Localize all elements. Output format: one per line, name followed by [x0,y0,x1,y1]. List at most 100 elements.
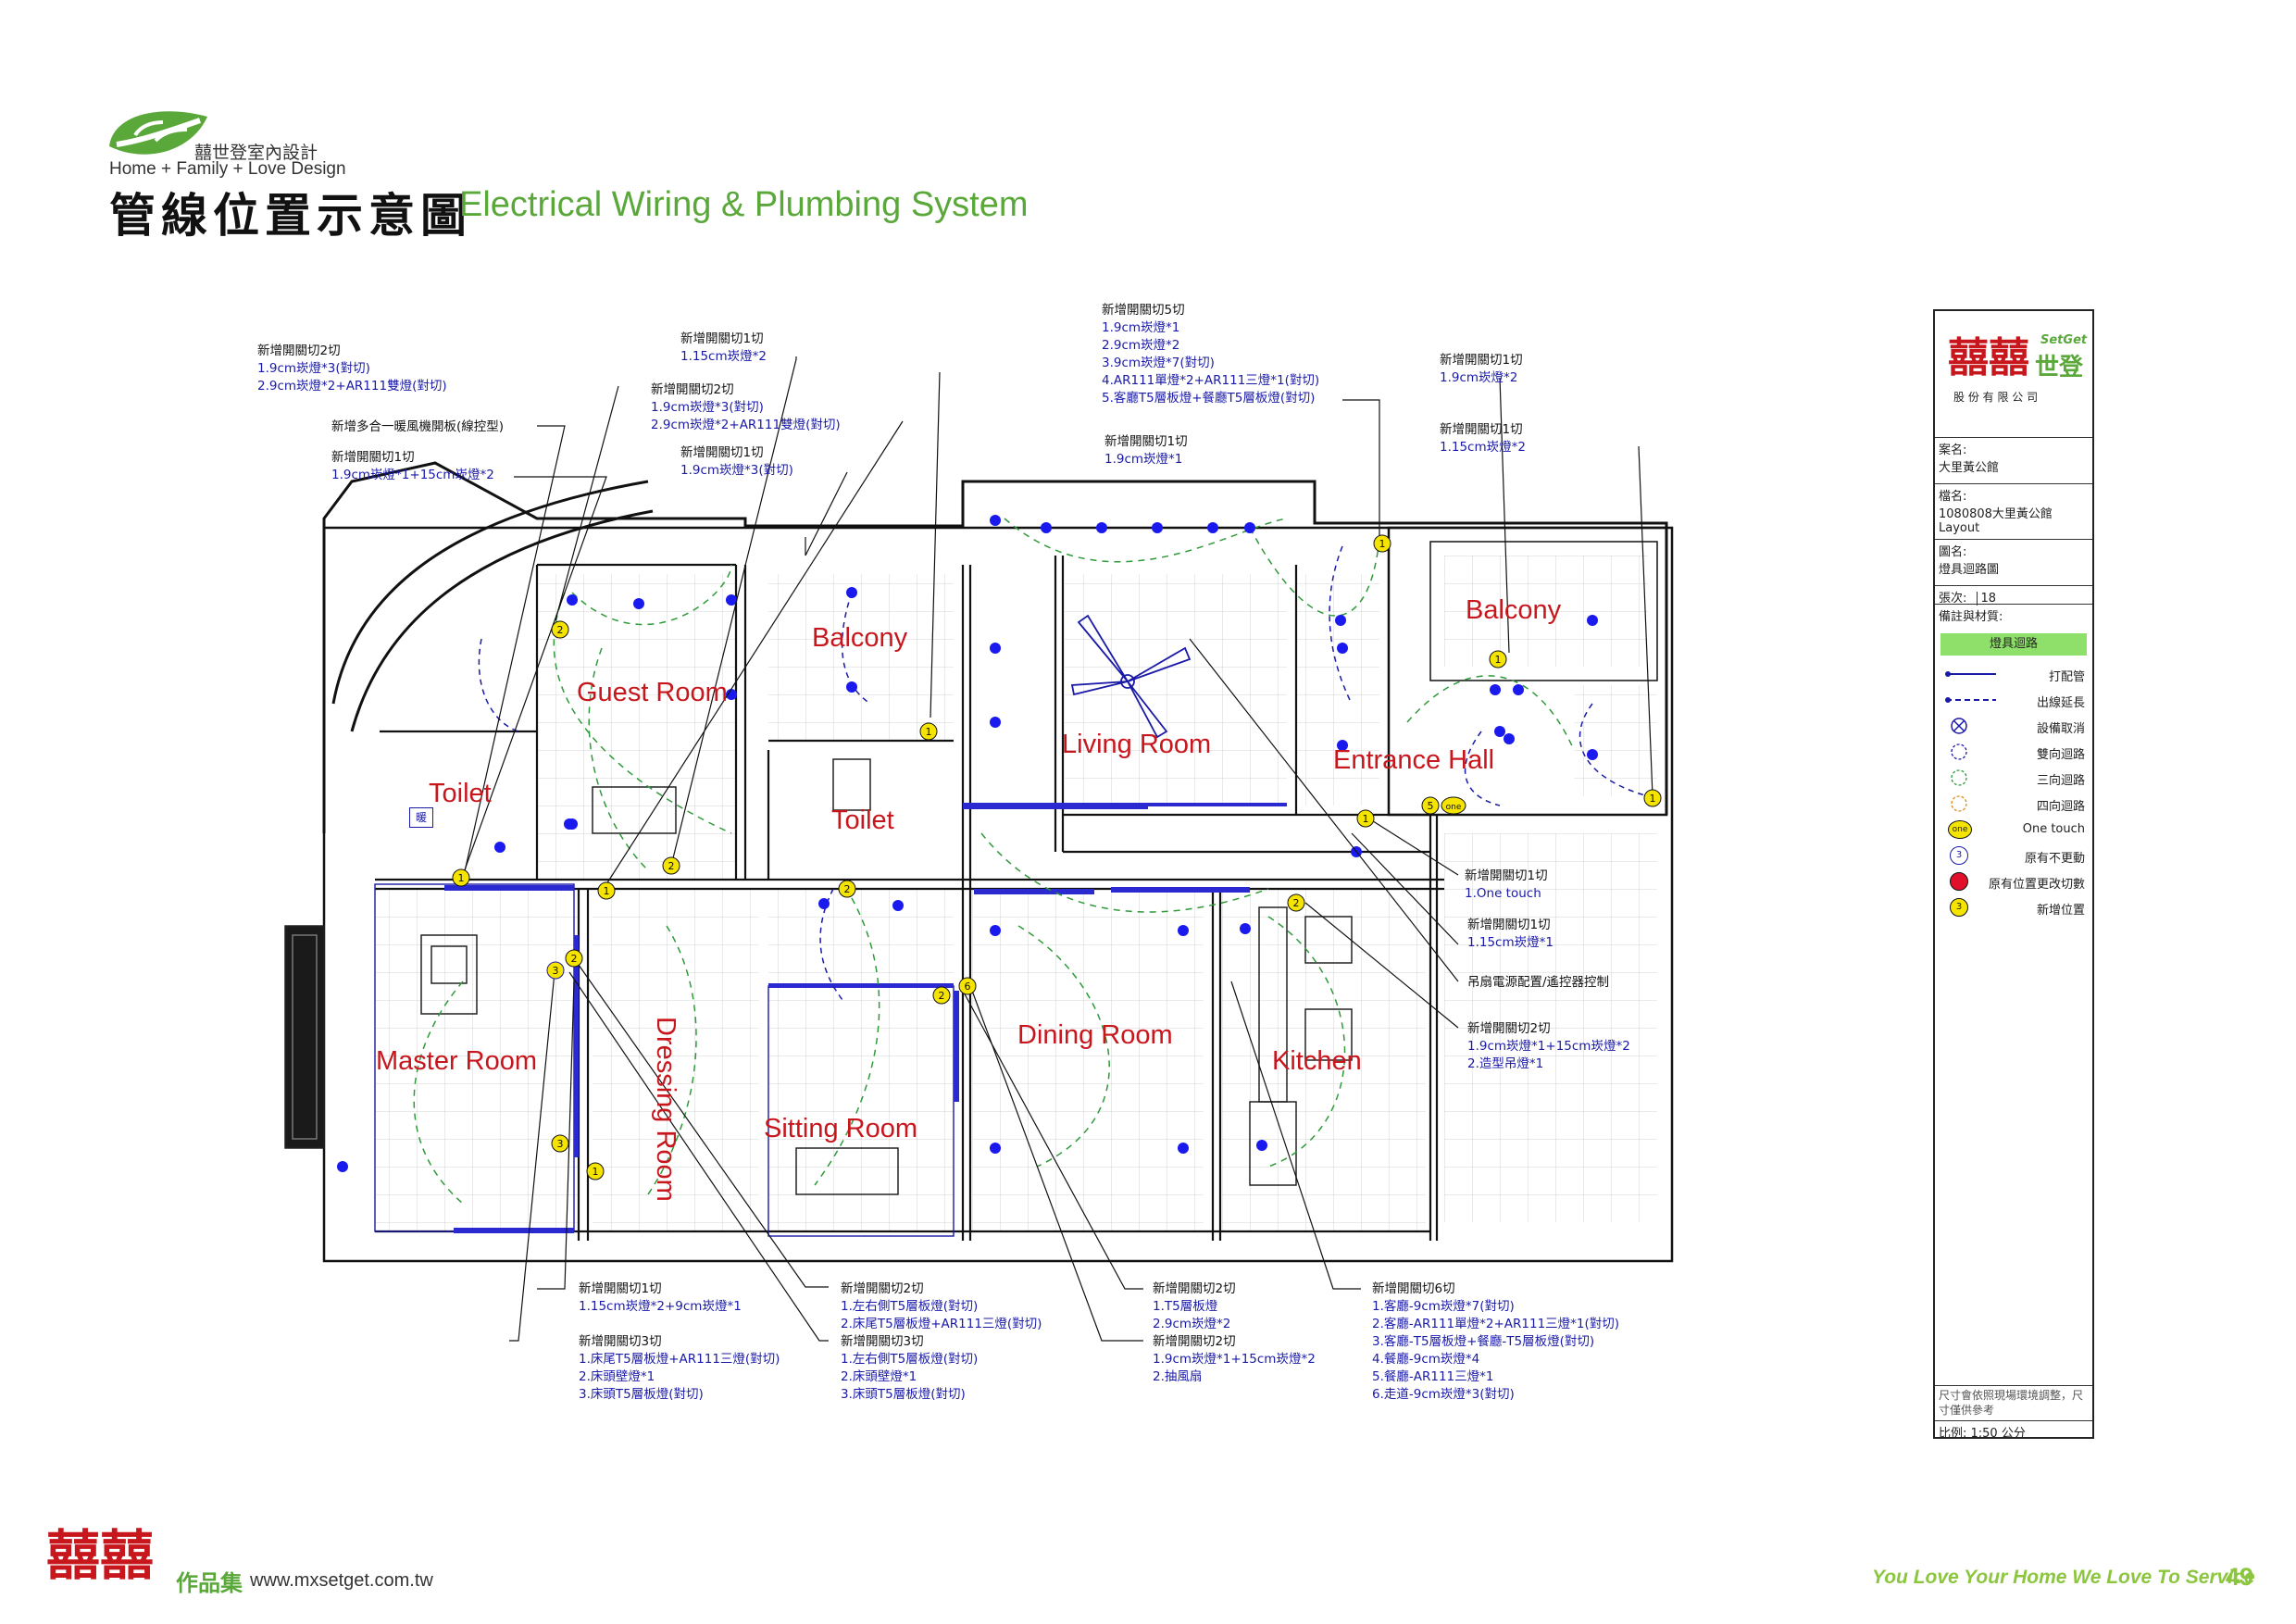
page-number: 49 [2226,1563,2254,1591]
note-head: 新增開關切2切 [1467,1021,1551,1036]
footer-logo-icon: 囍囍 [46,1524,155,1587]
room-label-guest-room: Guest Room [577,678,728,707]
page-title-en: Electrical Wiring & Plumbing System [459,185,1029,224]
legend-item: 四向迴路 [1935,791,2092,817]
footer-slogan: You Love Your Home We Love To Service [1872,1567,2255,1588]
svg-text:1: 1 [1363,813,1369,825]
note-head: 新增開關切1切 [1104,434,1188,449]
legend-label: 設備取消 [2036,722,2085,736]
circuit-wiring [413,518,1575,1205]
note-group: 新增開關切1切 1.9cm崁燈*1+15cm崁燈*2 [331,449,494,484]
note-line: 1.9cm崁燈*3(對切) [680,463,793,478]
walls [322,461,1674,1263]
note-line: 2.9cm崁燈*2 [1153,1317,1231,1331]
double-happiness-icon: 囍囍 [1948,334,2029,381]
file-value-2: Layout [1939,521,1980,535]
note-head: 新增開關切1切 [1467,918,1551,932]
note-head: 新增開關切3切 [579,1334,662,1349]
svg-text:3: 3 [557,1138,564,1150]
drawing-value: 燈具迴路圖 [1939,563,2000,577]
legend-item: one One touch [1935,817,2092,843]
note-group: 新增開關切2切 1.9cm崁燈*3(對切) 2.9cm崁燈*2+AR111雙燈(… [257,343,447,395]
brand-tagline: Home + Family + Love Design [109,159,346,179]
room-label-entrance-hall: Entrance Hall [1333,745,1495,775]
legend-item: 打配管 [1935,661,2092,687]
note-group: 新增開關切3切 1.左右側T5層板燈(對切) 2.床頭壁燈*1 3.床頭T5層板… [841,1333,978,1404]
note-line: 1.T5層板燈 [1153,1299,1218,1314]
scale-text: 比例: 1:50 公分 [1939,1427,2026,1441]
legend-label: One touch [2022,822,2085,836]
note-group: 新增開關切5切 1.9cm崁燈*1 2.9cm崁燈*2 3.9cm崁燈*7(對切… [1102,302,1319,407]
note-line: 3.床頭T5層板燈(對切) [579,1387,704,1402]
note-group: 新增開關切1切 1.9cm崁燈*3(對切) [680,444,793,480]
note-line: 2.床頭壁燈*1 [841,1369,917,1384]
remarks-row: 備註與材質: [1935,604,2092,626]
note-head: 新增開關切6切 [1372,1281,1455,1296]
cancel-fixture-icon [1951,718,1967,734]
note-line: 2.9cm崁燈*2+AR111雙燈(對切) [257,379,447,394]
note-group: 新增開關切1切 1.9cm崁燈*1 [1104,433,1188,468]
company-logo-cn: 世登 [2035,354,2084,381]
note-group: 新增開關切3切 1.床尾T5層板燈+AR111三燈(對切) 2.床頭壁燈*1 3… [579,1333,780,1404]
existing-modified-icon [1950,872,1968,891]
one-touch-icon: one [1948,820,1972,839]
note-head: 新增多合一暖風機開板(線控型) [331,419,505,434]
note-line: 1.9cm崁燈*1+15cm崁燈*2 [331,468,494,482]
legend-label: 三向迴路 [2036,774,2085,788]
note-line: 1.15cm崁燈*2 [1440,440,1526,455]
room-label-sitting-room: Sitting Room [764,1114,918,1143]
legend-item: 雙向迴路 [1935,739,2092,765]
sheet-row: 張次: 18 [1935,585,2092,606]
note-head: 新增開關切1切 [1440,422,1523,437]
note-line: 1.床尾T5層板燈+AR111三燈(對切) [579,1352,780,1367]
room-label-dining-room: Dining Room [1017,1020,1173,1050]
wire-solid-icon [1945,671,1996,677]
note-head: 新增開關切1切 [680,445,764,460]
note-line: 3.9cm崁燈*7(對切) [1102,356,1215,370]
note-line: 1.9cm崁燈*1 [1102,320,1180,335]
brand-leaf-logo [109,111,207,155]
note-line: 1.9cm崁燈*1+15cm崁燈*2 [1153,1352,1316,1367]
note-line: 6.走道-9cm崁燈*3(對切) [1372,1387,1515,1402]
note-line: 2.9cm崁燈*2+AR111雙燈(對切) [651,418,841,432]
existing-unchanged-icon: 3 [1950,846,1968,865]
note-group: 新增開關切1切 1.15cm崁燈*2 [680,331,767,366]
note-head: 新增開關切1切 [1440,353,1523,368]
scale-row: 比例: 1:50 公分 [1935,1420,2092,1441]
wire-dashed-icon [1945,697,1996,703]
note-line: 1.9cm崁燈*2 [1440,370,1518,385]
company-logo-text: SetGet [2040,333,2088,347]
page-title-cn: 管線位置示意圖 [109,188,472,243]
note-group: 新增開關切2切 1.T5層板燈 2.9cm崁燈*2 [1153,1280,1236,1333]
file-row: 檔名: 1080808大里黃公館 Layout [1935,483,2092,539]
room-label-toilet-left: Toilet [429,779,492,808]
fixtures [284,758,1353,1237]
room-label-kitchen: Kitchen [1272,1046,1362,1076]
legend-item: 3 新增位置 [1935,894,2092,920]
svg-text:1: 1 [1650,793,1656,805]
note-head: 新增開關切1切 [579,1281,662,1296]
note-line: 4.餐廳-9cm崁燈*4 [1372,1352,1480,1367]
svg-text:6: 6 [965,981,971,993]
note-head: 吊扇電源配置/遙控器控制 [1467,975,1610,990]
note-group: 新增開關切1切 1.15cm崁燈*1 [1467,917,1554,952]
svg-text:2: 2 [668,860,675,872]
room-label-toilet-mid: Toilet [831,806,894,835]
two-way-circuit-icon [1951,743,1967,760]
note-line: 2.床尾T5層板燈+AR111三燈(對切) [841,1317,1042,1331]
sheet-label: 張次: [1939,592,1967,606]
heater-label: 暖 [409,807,433,828]
legend-item: 3 原有不更動 [1935,843,2092,868]
note-group: 新增開關切1切 1.9cm崁燈*2 [1440,352,1523,387]
room-label-balcony-left: Balcony [812,623,908,653]
room-label-master-room: Master Room [376,1046,538,1076]
legend-header: 燈具迴路 [1940,633,2087,656]
room-label-dressing-room: Dressing Room [651,1017,680,1202]
room-label-balcony-right: Balcony [1466,595,1562,625]
svg-text:1: 1 [1379,538,1386,550]
footer-url: www.mxsetget.com.tw [250,1570,433,1591]
note-line: 2.客廳-AR111單燈*2+AR111三燈*1(對切) [1372,1317,1620,1331]
svg-text:2: 2 [1293,897,1300,909]
note-group: 新增開關切2切 1.9cm崁燈*1+15cm崁燈*2 2.抽風扇 [1153,1333,1316,1386]
svg-text:1: 1 [926,726,932,738]
